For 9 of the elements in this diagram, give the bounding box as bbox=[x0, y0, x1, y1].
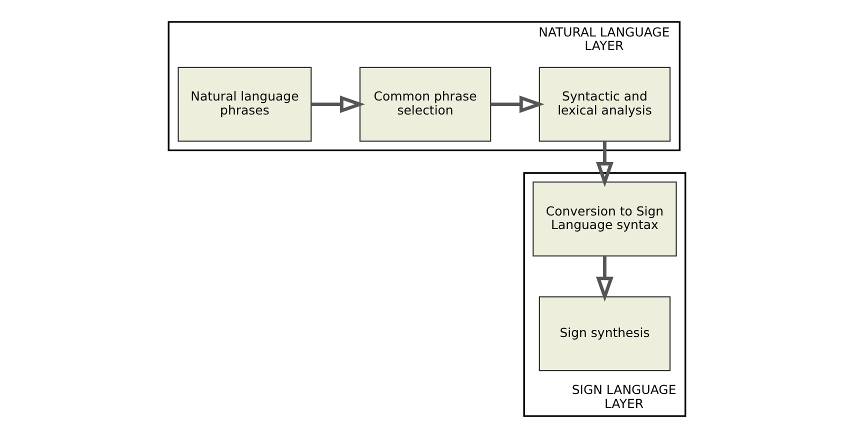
node-box: Conversion to Sign Language syntax bbox=[532, 182, 677, 256]
node-box: Syntactic and lexical analysis bbox=[538, 66, 671, 142]
arrow bbox=[490, 96, 544, 114]
arrow bbox=[596, 141, 614, 188]
node-box: Natural language phrases bbox=[178, 66, 312, 142]
arrow bbox=[596, 256, 614, 302]
node-box: Common phrase selection bbox=[359, 66, 492, 142]
arrow bbox=[311, 96, 366, 114]
node-box: Sign synthesis bbox=[538, 296, 671, 372]
